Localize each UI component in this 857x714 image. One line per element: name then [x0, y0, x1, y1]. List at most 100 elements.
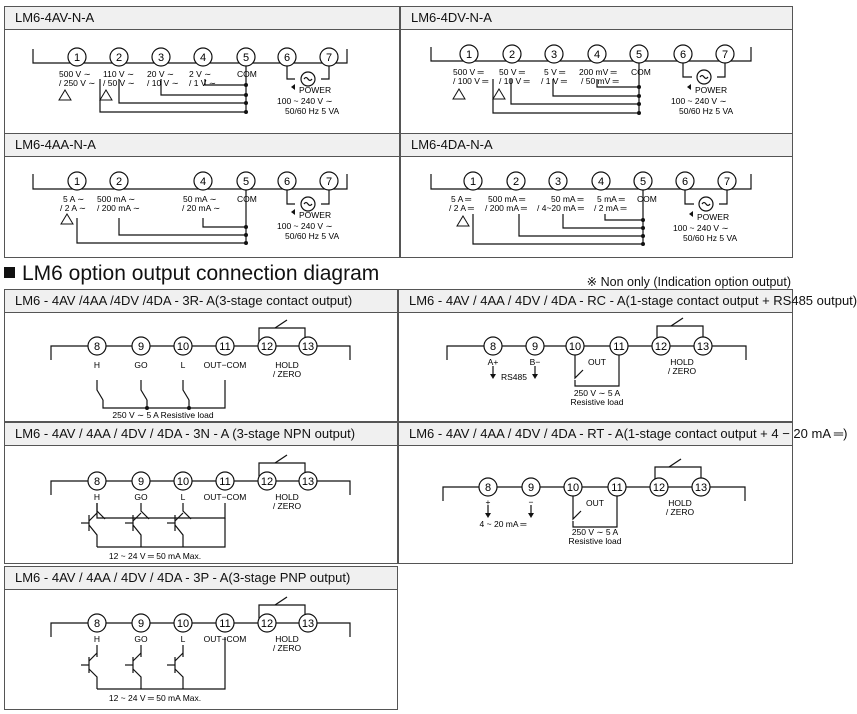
load-rating: 250 V ∼ 5 A	[572, 527, 619, 537]
arrow-icons	[490, 374, 538, 379]
panel-title: LM6 - 4AV / 4AA / 4DV / 4DA - 3N - A (3-…	[5, 423, 397, 446]
square-bullet-icon	[4, 267, 15, 278]
power-voltage: 100 ~ 240 V ∼	[673, 223, 729, 233]
hold-label: HOLD	[275, 634, 299, 644]
terminal-8: 8	[490, 341, 496, 353]
com-label: COM	[637, 194, 657, 204]
wiring-diagram-4av: 1 2 3 4 5 6 7 500 V ∼ / 250 V ∼ 110 V ∼ …	[32, 47, 348, 116]
zero-label: / ZERO	[273, 369, 302, 379]
terminal-6: 6	[284, 52, 290, 64]
current-output-label: 4 ~ 20 mA ═	[480, 519, 528, 529]
input-label: 5 V ═	[544, 67, 566, 77]
power-arrow-icon	[291, 209, 295, 215]
terminal-2: 2	[509, 49, 515, 61]
wiring-diagram-4dv: 1 2 3 4 5 6 7 500 V ═ / 100 V ═ 50 V ═ /…	[430, 44, 752, 116]
input-label: 2 V ∼	[189, 69, 211, 79]
load-rating: 12 ~ 24 V ═ 50 mA Max.	[109, 551, 201, 561]
input-label: / 250 V ∼	[59, 78, 95, 88]
section-title-text: LM6 option output connection diagram	[22, 262, 380, 285]
warning-icon	[452, 88, 506, 100]
out-label: OUT	[586, 498, 604, 508]
input-label: / 50 V ∼	[103, 78, 135, 88]
terminal-4: 4	[594, 49, 600, 61]
panel-title: LM6-4AA-N-A	[5, 134, 399, 157]
com-label: COM	[631, 67, 651, 77]
terminal-7: 7	[724, 176, 730, 188]
input-label: / 200 mA ∼	[97, 203, 140, 213]
terminal-2: 2	[116, 52, 122, 64]
input-label: 110 V ∼	[103, 69, 134, 79]
rs485-b-label: B−	[530, 357, 541, 367]
panel-title: LM6-4DV-N-A	[401, 7, 792, 30]
out-com-label: OUT−COM	[204, 360, 247, 370]
power-voltage: 100 ~ 240 V ∼	[671, 96, 727, 106]
out-com-label: OUT−COM	[204, 634, 247, 644]
terminal-10: 10	[177, 341, 189, 353]
output-label-h: H	[94, 634, 100, 644]
panel-option-3r: LM6 - 4AV /4AA /4DV /4DA - 3R- A(3-stage…	[4, 289, 398, 422]
input-label: 5 A ∼	[63, 194, 84, 204]
terminal-1: 1	[466, 49, 472, 61]
terminal-7: 7	[722, 49, 728, 61]
terminal-4: 4	[200, 52, 206, 64]
panel-lm6-4aa: LM6-4AA-N-A 1 2 4 5 6 7 5 A ∼ / 2 A ∼ 50…	[4, 133, 400, 258]
terminal-8: 8	[485, 482, 491, 494]
terminal-3: 3	[158, 52, 164, 64]
panel-lm6-4dv: LM6-4DV-N-A 1 2 3 4 5 6 7 500 V ═ / 100 …	[400, 6, 793, 134]
terminal-12: 12	[261, 341, 273, 353]
wiring-diagram-4da: 1 2 3 4 5 6 7 5 A ═ / 2 A ═ 500 mA ═ / 2…	[430, 171, 752, 246]
panel-option-3n: LM6 - 4AV / 4AA / 4DV / 4DA - 3N - A (3-…	[4, 422, 398, 564]
wiring-diagram-3r: 8 9 10 11 12 13 H GO L OUT−COM HOLD / ZE…	[50, 319, 351, 420]
power-label: POWER	[299, 85, 331, 95]
panel-title: LM6-4AV-N-A	[5, 7, 399, 30]
load-type: Resistive load	[569, 536, 622, 546]
terminal-8: 8	[94, 476, 100, 488]
rs485-a-label: A+	[488, 357, 499, 367]
terminal-11: 11	[611, 482, 622, 494]
terminal-7: 7	[326, 52, 332, 64]
plus-label: +	[486, 497, 491, 507]
terminal-2: 2	[513, 176, 519, 188]
panel-title: LM6 - 4AV /4AA /4DV /4DA - 3R- A(3-stage…	[5, 290, 397, 313]
minus-label: −	[529, 497, 534, 507]
terminal-9: 9	[138, 476, 144, 488]
panel-option-3p: LM6 - 4AV / 4AA / 4DV / 4DA - 3P - A(3-s…	[4, 566, 398, 710]
terminal-6: 6	[682, 176, 688, 188]
terminal-5: 5	[243, 176, 249, 188]
hold-label: HOLD	[275, 360, 299, 370]
section-note: ※ Non only (Indication option output)	[586, 275, 791, 289]
com-label: COM	[237, 69, 257, 79]
terminal-8: 8	[94, 341, 100, 353]
terminal-10: 10	[567, 482, 579, 494]
terminal-13: 13	[695, 482, 707, 494]
terminal-13: 13	[302, 618, 314, 630]
pnp-transistors	[81, 637, 226, 690]
power-arrow-icon	[689, 211, 693, 217]
panel-title: LM6 - 4AV / 4AA / 4DV / 4DA - RC - A(1-s…	[399, 290, 857, 313]
power-arrow-icon	[687, 84, 691, 90]
zero-label: / ZERO	[273, 501, 302, 511]
input-label: / 2 A ∼	[60, 203, 86, 213]
input-label: / 50 mV ═	[581, 76, 620, 86]
input-label: 500 V ∼	[59, 69, 91, 79]
output-label-go: GO	[134, 634, 148, 644]
terminal-3: 3	[555, 176, 561, 188]
terminal-4: 4	[598, 176, 604, 188]
terminal-8: 8	[94, 618, 100, 630]
power-frequency: 50/60 Hz 5 VA	[285, 106, 340, 116]
input-label: 20 V ∼	[147, 69, 174, 79]
zero-label: / ZERO	[273, 643, 302, 653]
input-label: / 10 V ∼	[147, 78, 179, 88]
terminal-11: 11	[219, 476, 230, 488]
input-label: / 200 mA ═	[485, 203, 528, 213]
power-label: POWER	[299, 210, 331, 220]
terminal-10: 10	[569, 341, 581, 353]
out-label: OUT	[588, 357, 606, 367]
out-com-label: OUT−COM	[204, 492, 247, 502]
output-label-l: L	[181, 360, 186, 370]
terminal-11: 11	[613, 341, 624, 353]
wiring-diagram-rc: 8 9 10 11 12 13 A+ B− RS485 OUT HOLD / Z…	[446, 317, 747, 407]
terminal-5: 5	[640, 176, 646, 188]
rs485-label: RS485	[501, 372, 527, 382]
terminal-9: 9	[528, 482, 534, 494]
